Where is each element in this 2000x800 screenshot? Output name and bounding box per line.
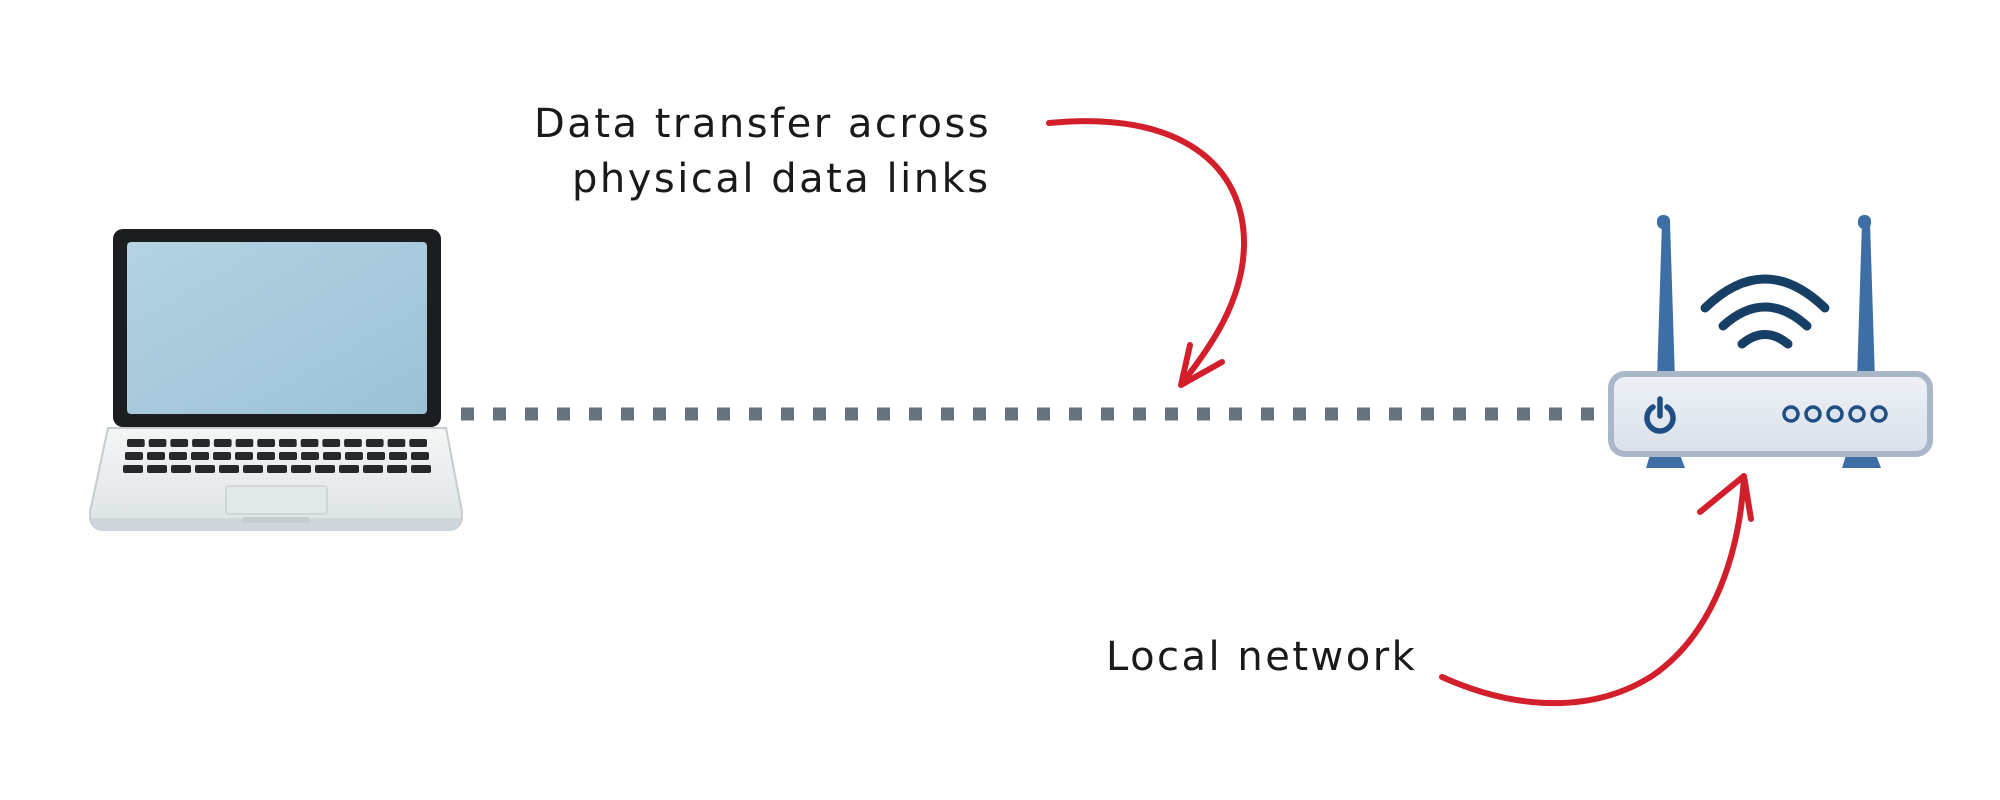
router-status-led: [1848, 405, 1866, 423]
router-status-led: [1782, 405, 1800, 423]
keyboard-key: [411, 452, 429, 460]
keyboard-key: [257, 439, 275, 447]
keyboard-key: [125, 452, 143, 460]
router-status-led: [1870, 405, 1888, 423]
data-transfer-label-line1: Data transfer across: [534, 101, 991, 147]
keyboard-key: [192, 439, 210, 447]
wifi-signal-icon: [1700, 274, 1830, 349]
keyboard-key: [213, 439, 232, 447]
keyboard-key: [345, 452, 363, 460]
keyboard-key: [219, 465, 239, 473]
keyboard-key: [367, 452, 385, 460]
keyboard-key: [243, 465, 263, 473]
keyboard-key: [169, 452, 187, 460]
local-network-arrow: [1439, 473, 1754, 707]
wifi-router-icon: [1608, 215, 1933, 468]
keyboard-key: [363, 465, 383, 473]
keyboard-key: [235, 452, 253, 460]
router-antenna-left: [1646, 215, 1685, 468]
keyboard-key: [300, 439, 319, 447]
data-transfer-label-line2: physical data links: [572, 156, 991, 202]
keyboard-key: [170, 439, 189, 447]
local-network-label: Local network: [1106, 634, 1417, 680]
keyboard-key: [409, 439, 427, 447]
keyboard-key: [411, 465, 431, 473]
keyboard-key: [147, 452, 165, 460]
laptop-notch: [242, 517, 310, 523]
keyboard-key: [123, 465, 143, 473]
laptop-screen: [127, 242, 427, 414]
keyboard-key: [267, 465, 287, 473]
laptop-base-lip: [91, 518, 461, 531]
keyboard-key: [389, 452, 407, 460]
keyboard-key: [322, 439, 341, 447]
keyboard-key: [127, 439, 145, 447]
keyboard-key: [387, 439, 406, 447]
keyboard-key: [235, 439, 254, 447]
keyboard-key: [191, 452, 209, 460]
keyboard-key: [279, 452, 297, 460]
keyboard-key: [387, 465, 407, 473]
router-status-led: [1826, 405, 1844, 423]
keyboard-key: [195, 465, 215, 473]
keyboard-key: [147, 465, 167, 473]
laptop-trackpad: [225, 485, 328, 515]
keyboard-key: [323, 452, 341, 460]
keyboard-key: [339, 465, 359, 473]
laptop-keyboard: [123, 439, 431, 473]
keyboard-key: [315, 465, 335, 473]
router-status-led: [1804, 405, 1822, 423]
router-antenna-right: [1842, 215, 1881, 468]
keyboard-key: [365, 439, 384, 447]
router-status-leds: [1782, 405, 1888, 423]
keyboard-key: [257, 452, 275, 460]
keyboard-key: [301, 452, 319, 460]
keyboard-key: [171, 465, 191, 473]
keyboard-key: [291, 465, 311, 473]
keyboard-key: [344, 439, 362, 447]
keyboard-key: [279, 439, 297, 447]
laptop-icon: [88, 229, 464, 531]
router-body: [1608, 371, 1933, 457]
keyboard-key: [213, 452, 231, 460]
power-icon: [1644, 396, 1676, 434]
data-transfer-arrow: [1046, 118, 1248, 388]
keyboard-key: [148, 439, 167, 447]
